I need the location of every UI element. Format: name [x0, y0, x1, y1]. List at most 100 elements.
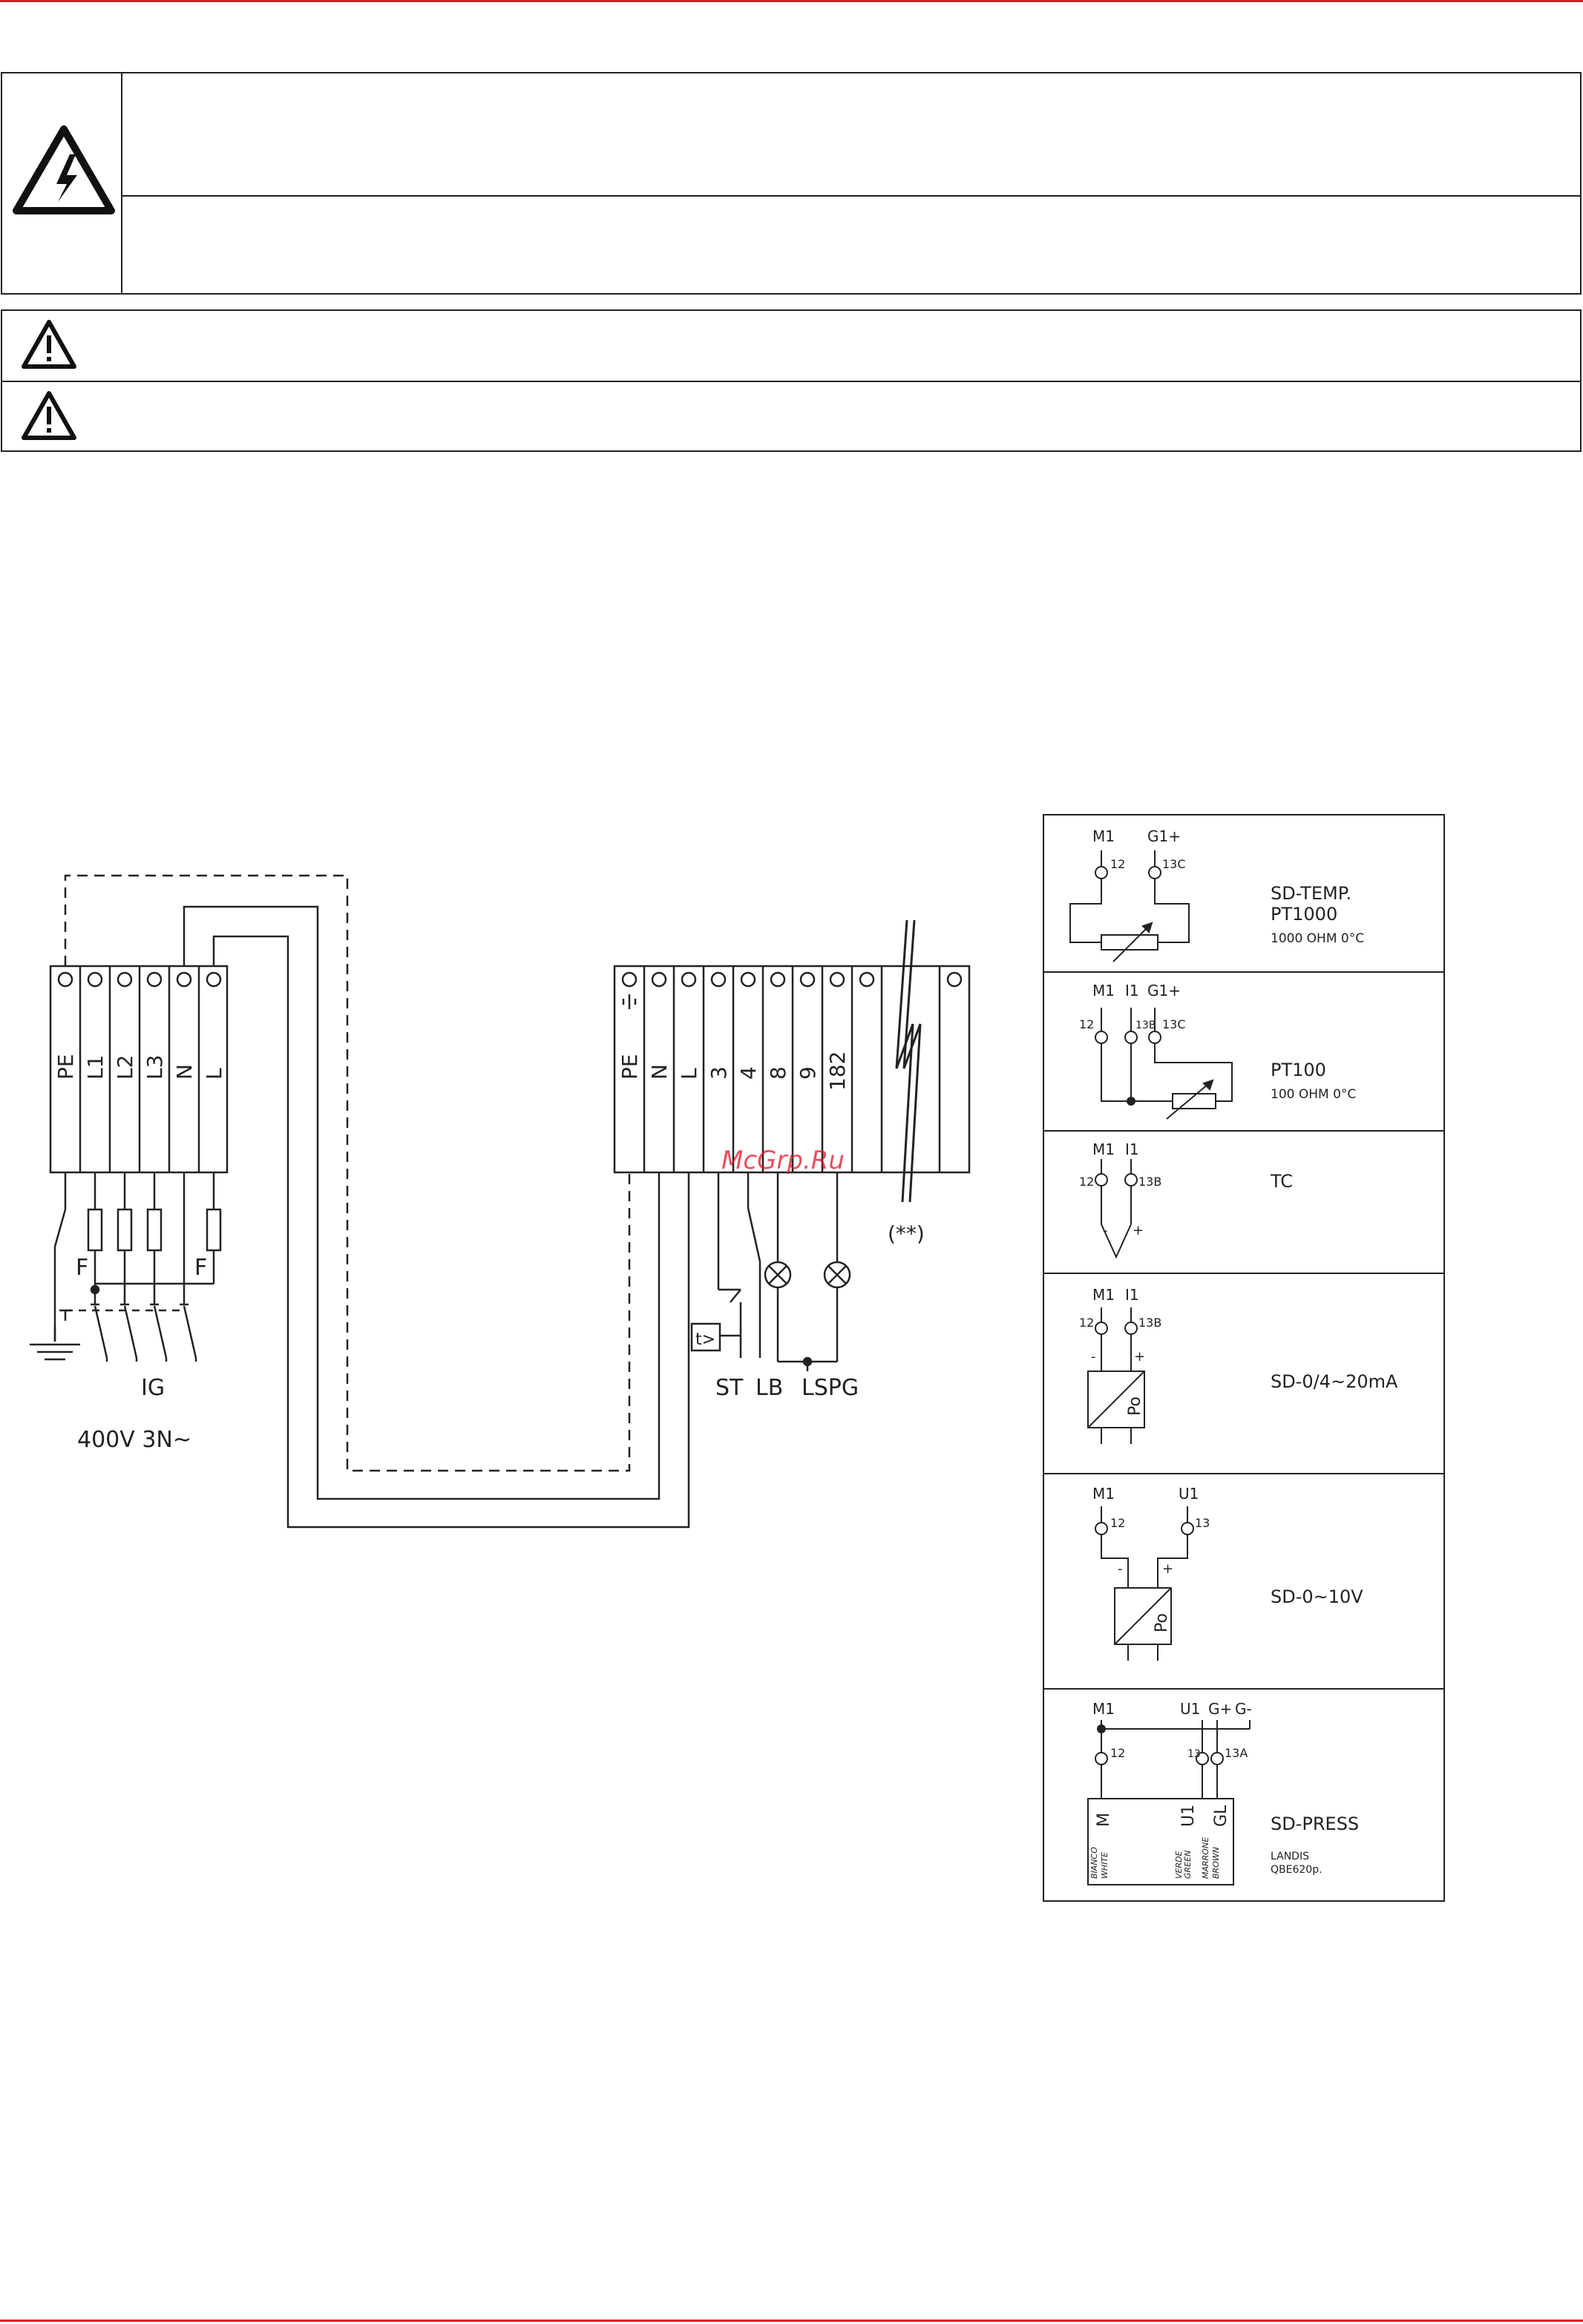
terminal-label-n: N	[172, 1064, 197, 1080]
pt100-t13b: 13B	[1135, 1020, 1156, 1031]
press-label-m: M	[1095, 1813, 1113, 1827]
sensor-tc-diagram	[1095, 1159, 1138, 1259]
burner-terminal-182: 182	[825, 1051, 850, 1091]
tc-i1: I1	[1125, 1140, 1139, 1158]
v-converter-label: Po	[1153, 1613, 1171, 1632]
press-m1: M1	[1092, 1700, 1115, 1718]
ma-i1: I1	[1125, 1286, 1139, 1304]
burner-external-circuit	[690, 1172, 851, 1371]
v-name: SD-0~10V	[1271, 1586, 1363, 1607]
st-label: ST	[715, 1375, 744, 1401]
pt1000-t13c: 13C	[1162, 857, 1186, 871]
press-model: QBE620p.	[1271, 1864, 1323, 1876]
press-label-gl: GL	[1212, 1805, 1230, 1827]
sensor-press-diagram	[1087, 1720, 1251, 1885]
pt100-m1: M1	[1092, 982, 1115, 999]
burner-terminal-3: 3	[707, 1066, 731, 1080]
press-u1: U1	[1180, 1700, 1200, 1718]
watermark: McGrp.Ru	[721, 1146, 845, 1175]
v-u1: U1	[1179, 1485, 1199, 1503]
ma-t13b: 13B	[1138, 1316, 1161, 1330]
note-label: (**)	[888, 1221, 925, 1246]
burner-terminal-l: L	[677, 1068, 701, 1080]
warning-icon	[22, 391, 76, 440]
tc-m1: M1	[1092, 1140, 1115, 1158]
pt100-g1: G1+	[1147, 982, 1181, 999]
sensor-panel: M1 G1+ 12 13C SD-TEMP. PT1000 1000 OHM 0…	[1043, 814, 1445, 1902]
pt1000-model: PT1000	[1271, 904, 1337, 925]
burner-terminal-pe: PE	[617, 1054, 642, 1080]
press-t13: 13	[1187, 1748, 1201, 1760]
tc-t13b: 13B	[1138, 1175, 1161, 1189]
mains-supply-circuit	[30, 1172, 222, 1362]
lspg-label: LSPG	[802, 1375, 859, 1401]
tc-plus: +	[1133, 1223, 1144, 1238]
warning-panel	[1, 72, 1582, 452]
bottom-red-rule	[0, 2320, 1583, 2322]
pt1000-m1: M1	[1092, 827, 1115, 845]
terminal-label-l1: L1	[83, 1055, 108, 1080]
timer-label: t>	[695, 1330, 715, 1349]
main-switch-label: IG	[141, 1375, 165, 1401]
burner-terminal-9: 9	[796, 1066, 820, 1080]
tc-name: TC	[1270, 1171, 1293, 1192]
press-color-marrone: MARRONE	[1201, 1837, 1210, 1879]
press-label-u1: U1	[1179, 1805, 1198, 1827]
press-t12: 12	[1110, 1746, 1125, 1760]
ma-t12: 12	[1079, 1316, 1094, 1330]
pt100-i1: I1	[1125, 982, 1139, 999]
v-t13: 13	[1195, 1516, 1210, 1530]
top-red-rule	[0, 0, 1583, 2]
pt100-name: PT100	[1271, 1060, 1326, 1080]
terminal-label-pe: PE	[53, 1054, 78, 1080]
ma-name: SD-0/4~20mA	[1271, 1371, 1398, 1392]
v-t12: 12	[1110, 1516, 1125, 1530]
tc-t12: 12	[1079, 1175, 1094, 1189]
ma-plus: +	[1134, 1349, 1145, 1365]
main-terminal-block	[49, 965, 229, 1174]
pt1000-t12: 12	[1110, 857, 1125, 871]
pt100-spec: 100 OHM 0°C	[1271, 1087, 1356, 1102]
sensor-pt1000-diagram	[1069, 850, 1190, 962]
pt1000-g1: G1+	[1147, 827, 1181, 845]
terminal-label-l2: L2	[113, 1055, 137, 1080]
press-brand: LANDIS	[1271, 1851, 1309, 1862]
press-gm: G-	[1235, 1700, 1252, 1718]
v-m1: M1	[1092, 1485, 1115, 1503]
pt100-t13c: 13C	[1162, 1017, 1186, 1031]
burner-terminal-8: 8	[766, 1066, 790, 1080]
terminal-label-l3: L3	[142, 1055, 167, 1080]
lb-label: LB	[756, 1375, 783, 1401]
ma-converter-label: Po	[1126, 1396, 1144, 1416]
wiring-diagram: PE L1 L2 L3 N L	[30, 874, 971, 1529]
warning-icon	[22, 320, 76, 369]
ma-m1: M1	[1092, 1286, 1115, 1304]
fuse-label-right: F	[194, 1255, 207, 1281]
ma-minus: -	[1091, 1349, 1096, 1365]
press-color-white: WHITE	[1100, 1852, 1110, 1879]
press-t13a: 13A	[1225, 1746, 1248, 1760]
burner-terminal-4: 4	[736, 1066, 761, 1080]
supply-label: 400V 3N~	[77, 1427, 191, 1453]
sensor-4-20ma-diagram	[1087, 1307, 1145, 1444]
sensor-pt100-diagram	[1095, 1008, 1233, 1120]
press-name: SD-PRESS	[1271, 1813, 1359, 1834]
pt1000-name: SD-TEMP.	[1271, 883, 1351, 904]
press-color-brown: BROWN	[1211, 1847, 1221, 1879]
v-minus: -	[1118, 1561, 1123, 1577]
earth-icon	[622, 994, 637, 1009]
cable-runs	[64, 874, 690, 1529]
press-color-green: GREEN	[1183, 1851, 1193, 1879]
v-plus: +	[1162, 1561, 1173, 1577]
pt100-t12: 12	[1079, 1017, 1094, 1031]
burner-terminal-block	[613, 919, 971, 1203]
tc-minus: -	[1103, 1223, 1108, 1238]
press-gp: G+	[1208, 1700, 1232, 1718]
terminal-label-l: L	[202, 1068, 226, 1080]
sensor-0-10v-diagram	[1095, 1506, 1194, 1661]
high-voltage-warning-icon	[13, 125, 115, 214]
pt1000-spec: 1000 OHM 0°C	[1271, 931, 1364, 946]
press-color-verde: VERDE	[1174, 1851, 1184, 1879]
burner-terminal-n: N	[647, 1064, 672, 1080]
press-color-bianco: BIANCO	[1089, 1847, 1099, 1879]
